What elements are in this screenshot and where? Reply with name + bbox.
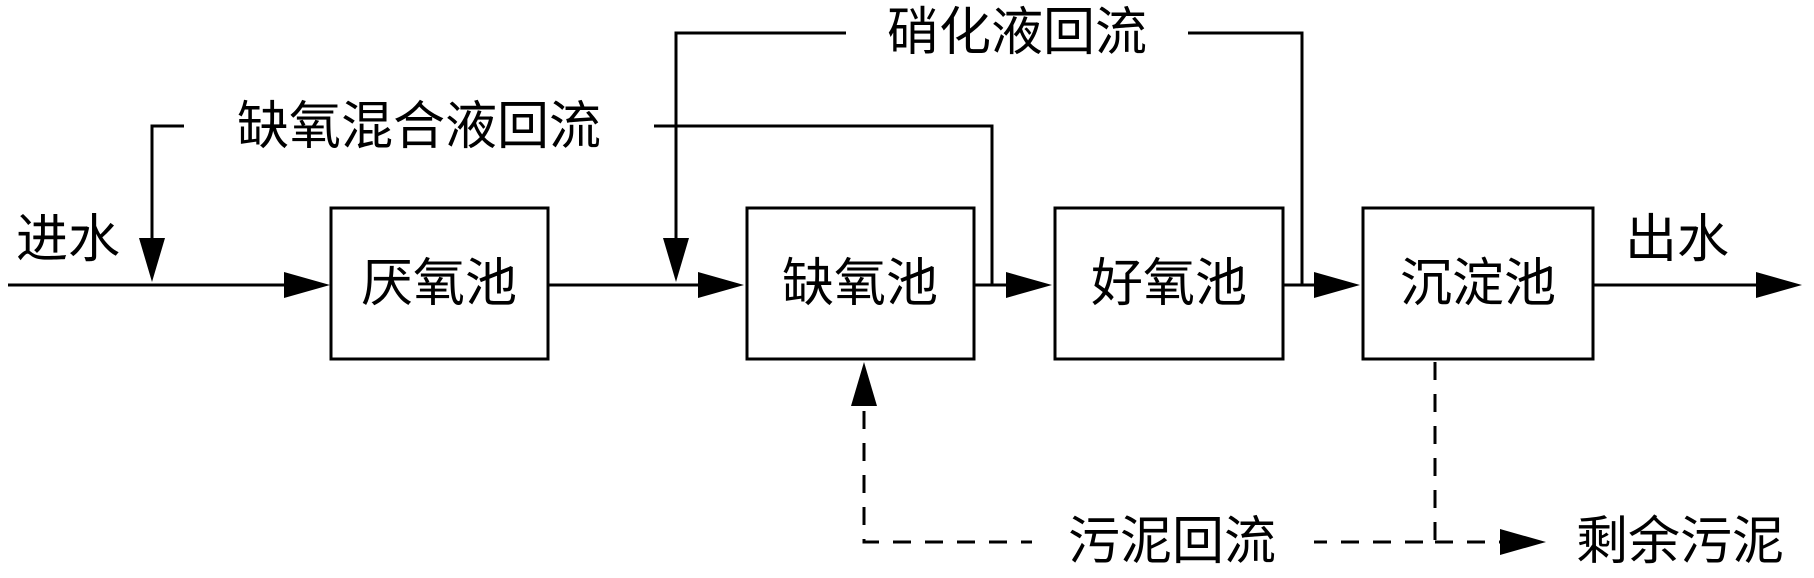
anoxic-mixed-recycle-arrowhead	[139, 238, 165, 282]
aerobic-to-settling-arrowhead	[1314, 272, 1360, 298]
effluent-label: 出水	[1625, 210, 1729, 270]
anaerobic-to-anoxic-arrowhead	[698, 272, 744, 298]
anaerobic-tank-label: 厌氧池	[361, 254, 517, 314]
sludge-return-arrowhead	[851, 362, 877, 406]
anoxic-mixed-recycle-label: 缺氧混合液回流	[237, 97, 601, 157]
effluent-arrowhead	[1756, 272, 1802, 298]
excess-sludge-arrowhead	[1500, 529, 1546, 555]
nitrified-recycle-arrowhead	[663, 238, 689, 282]
aerobic-tank-label: 好氧池	[1091, 254, 1247, 314]
sludge-return-label: 污泥回流	[1068, 512, 1276, 572]
excess-sludge-label: 剩余污泥	[1576, 512, 1784, 572]
anoxic-tank: 缺氧池	[745, 206, 976, 361]
nitrified-recycle-label-bg	[846, 2, 1188, 60]
aerobic-tank: 好氧池	[1053, 206, 1285, 361]
anoxic-mixed-recycle-label-bg	[184, 96, 654, 156]
settling-tank: 沉淀池	[1361, 206, 1595, 361]
sludge-return-label-bg	[1032, 512, 1314, 572]
anaerobic-tank: 厌氧池	[329, 206, 550, 361]
anoxic-to-aerobic-arrowhead	[1006, 272, 1052, 298]
anoxic-tank-label: 缺氧池	[782, 254, 938, 314]
influent-label: 进水	[16, 210, 120, 270]
settling-tank-label: 沉淀池	[1400, 254, 1556, 314]
influent-arrowhead	[284, 272, 330, 298]
nitrified-recycle-label: 硝化液回流	[887, 3, 1147, 63]
